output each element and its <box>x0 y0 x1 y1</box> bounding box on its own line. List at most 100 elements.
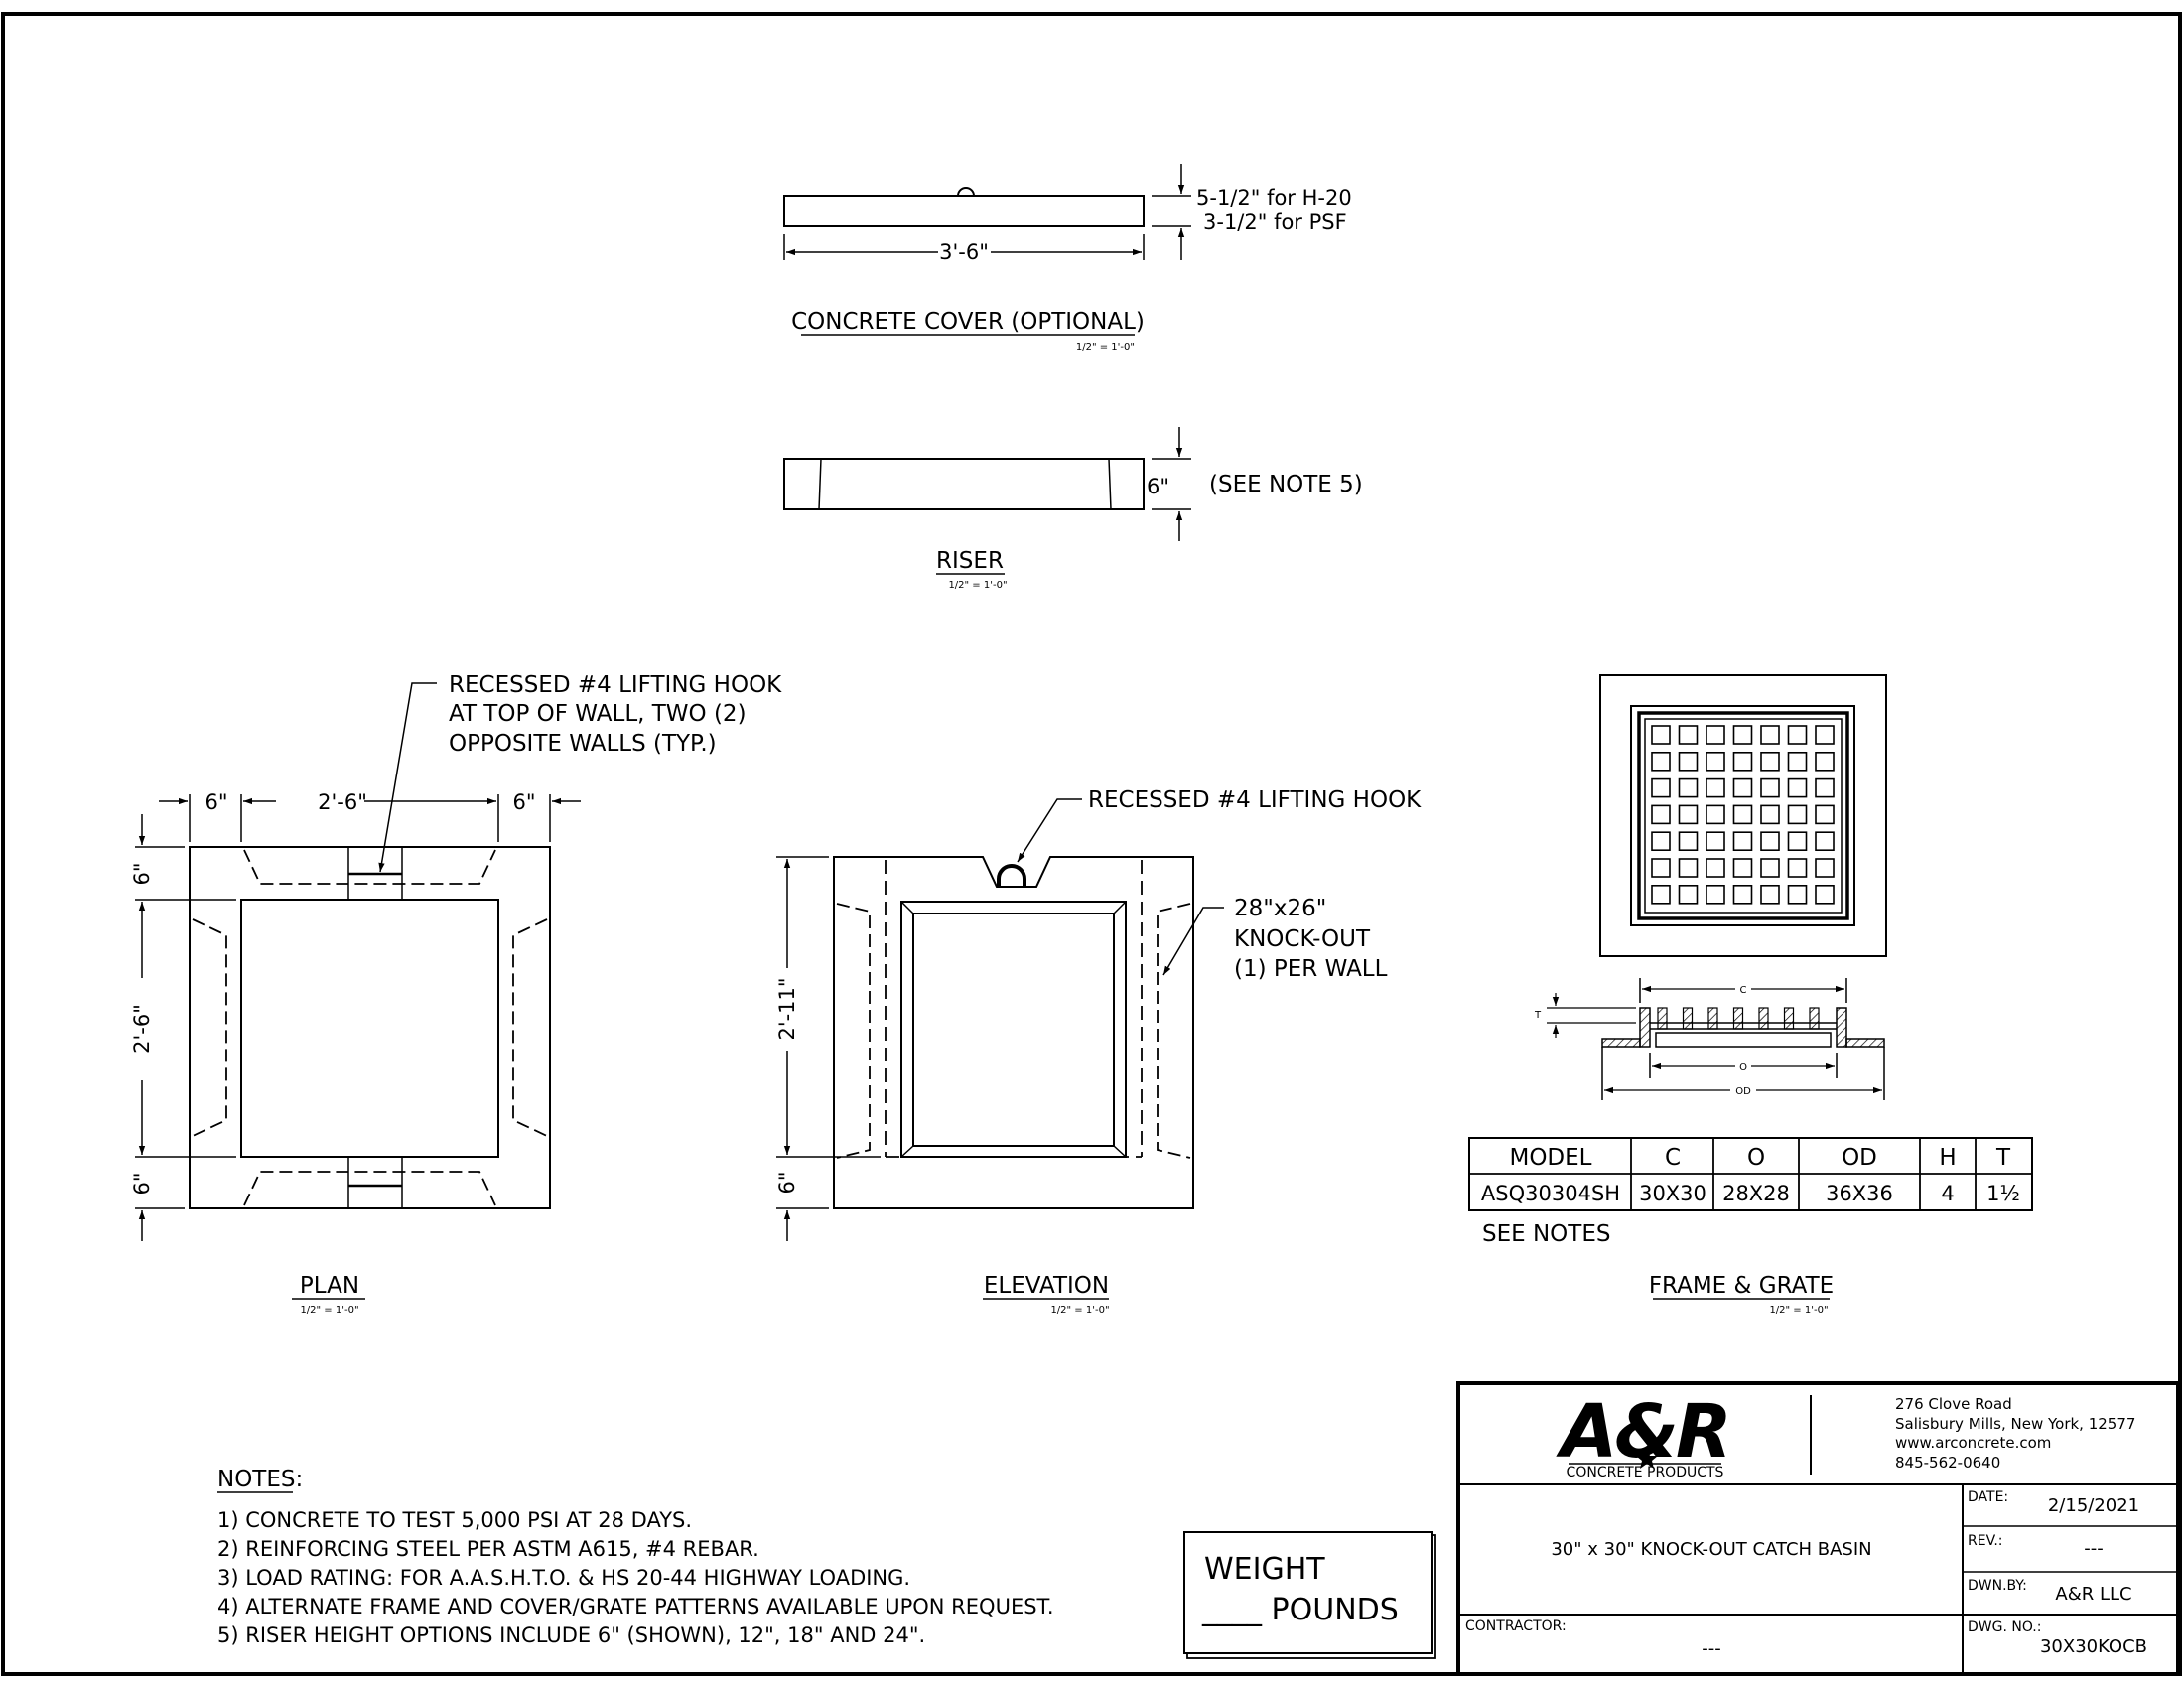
grate-opening <box>1787 777 1808 798</box>
grate-opening <box>1651 751 1671 772</box>
grate-opening <box>1760 804 1780 825</box>
elevation-knockout-line-1: 28"x26" <box>1234 896 1326 921</box>
table-cell-c: 30X30 <box>1639 1182 1706 1205</box>
plan-knockout-top <box>243 849 496 885</box>
company-logo: A&R CONCRETE PRODUCTS <box>1556 1389 1732 1480</box>
grate-opening <box>1787 884 1808 905</box>
cover-thickness-psf: 3-1/2" for PSF <box>1203 211 1347 234</box>
dwn-value: A&R LLC <box>2055 1584 2131 1605</box>
elevation-hook-callout: RECESSED #4 LIFTING HOOK <box>1088 787 1422 813</box>
grate-opening <box>1732 725 1753 745</box>
grate-opening <box>1732 831 1753 852</box>
grate-opening <box>1815 858 1835 878</box>
riser-note-ref: (SEE NOTE 5) <box>1209 472 1363 497</box>
grate-rim <box>1637 711 1849 920</box>
weight-label: WEIGHT <box>1204 1552 1325 1587</box>
grate-opening <box>1678 884 1699 905</box>
grate-bar <box>1758 1007 1769 1030</box>
grate-opening <box>1651 777 1671 798</box>
grate-opening <box>1815 831 1835 852</box>
plan-dim-center: 2'-6" <box>318 790 367 814</box>
cover-width-dim: 3'-6" <box>939 240 989 264</box>
grate-opening <box>1706 831 1725 852</box>
contractor-label: CONTRACTOR: <box>1465 1618 1567 1634</box>
grate-opening <box>1651 884 1671 905</box>
sheet-border <box>1 12 2182 1676</box>
dwn-label: DWN.BY: <box>1968 1578 2027 1594</box>
riser-section <box>783 458 1145 510</box>
table-header-h: H <box>1939 1145 1956 1171</box>
grate-opening <box>1815 777 1835 798</box>
cover-title: CONCRETE COVER (OPTIONAL) <box>791 309 1145 335</box>
rev-value: --- <box>2084 1538 2104 1559</box>
table-cell-t: 1½ <box>1986 1182 2020 1205</box>
note-2: 2) REINFORCING STEEL PER ASTM A615, #4 R… <box>217 1537 759 1561</box>
note-1: 1) CONCRETE TO TEST 5,000 PSI AT 28 DAYS… <box>217 1508 692 1532</box>
address-line-3: www.arconcrete.com <box>1895 1434 2051 1452</box>
date-label: DATE: <box>1968 1489 2008 1505</box>
plan-title: PLAN <box>300 1273 359 1299</box>
grate-opening <box>1706 804 1725 825</box>
grate-opening <box>1651 725 1671 745</box>
riser-height-dim: 6" <box>1147 475 1169 498</box>
elevation-knockout-right <box>1157 903 1191 1159</box>
grate-opening <box>1760 725 1780 745</box>
grate-opening <box>1678 777 1699 798</box>
contractor-value: --- <box>1702 1638 1721 1659</box>
grate-opening <box>1651 858 1671 878</box>
plan-knockout-left <box>192 918 227 1137</box>
grate-opening <box>1706 858 1725 878</box>
grate-opening <box>1678 725 1699 745</box>
drawing-title: 30" x 30" KNOCK-OUT CATCH BASIN <box>1551 1539 1871 1560</box>
plan-callout-line-2: AT TOP OF WALL, TWO (2) <box>449 701 747 727</box>
elevation-knockout-line-2: KNOCK-OUT <box>1234 926 1371 952</box>
note-3: 3) LOAD RATING: FOR A.A.S.H.T.O. & HS 20… <box>217 1566 910 1590</box>
frame-outer <box>1599 674 1887 957</box>
grate-opening <box>1678 831 1699 852</box>
plan-scale: 1/2" = 1'-0" <box>300 1305 358 1316</box>
grate-opening <box>1815 725 1835 745</box>
date-value: 2/15/2021 <box>2048 1495 2139 1516</box>
cover-lifting-loop <box>957 187 975 197</box>
grate-bar <box>1707 1007 1718 1030</box>
elevation-outline <box>833 856 1194 1209</box>
concrete-cover-view: 3'-6" 5-1/2" for H-20 3-1/2" for PSF CON… <box>783 164 1352 352</box>
frame-title: FRAME & GRATE <box>1649 1273 1834 1299</box>
grate-opening <box>1787 725 1808 745</box>
table-cell-od: 36X36 <box>1826 1182 1893 1205</box>
plan-knockout-right <box>512 918 548 1137</box>
grate-opening <box>1760 858 1780 878</box>
rev-label: REV.: <box>1968 1533 2003 1549</box>
grate-opening <box>1706 751 1725 772</box>
address-line-1: 276 Clove Road <box>1895 1395 2012 1413</box>
grate-opening <box>1732 804 1753 825</box>
elevation-knockout-frame <box>900 901 1127 1158</box>
table-cell-o: 28X28 <box>1722 1182 1790 1205</box>
grate-opening <box>1732 751 1753 772</box>
grate-opening <box>1787 804 1808 825</box>
address-line-4: 845-562-0640 <box>1895 1454 2000 1472</box>
cover-thickness-h20: 5-1/2" for H-20 <box>1196 186 1352 210</box>
grate-opening <box>1732 777 1753 798</box>
grate-opening <box>1787 831 1808 852</box>
plan-inner-opening <box>240 899 499 1158</box>
plan-knockout-bottom <box>243 1171 496 1206</box>
cover-scale: 1/2" = 1'-0" <box>1076 342 1135 352</box>
note-5: 5) RISER HEIGHT OPTIONS INCLUDE 6" (SHOW… <box>217 1623 925 1647</box>
grate-opening <box>1760 884 1780 905</box>
frame-dim-t: T <box>1534 1010 1542 1021</box>
grate-opening <box>1678 858 1699 878</box>
table-header-c: C <box>1665 1145 1681 1171</box>
table-header-model: MODEL <box>1509 1145 1591 1171</box>
grate-bar <box>1809 1007 1820 1030</box>
grate-opening <box>1651 831 1671 852</box>
elevation-base-dim: 6" <box>775 1171 799 1194</box>
table-header-o: O <box>1747 1145 1765 1171</box>
grate-bar <box>1657 1007 1668 1030</box>
note-4: 4) ALTERNATE FRAME AND COVER/GRATE PATTE… <box>217 1595 1054 1618</box>
frame-model-table: MODEL C O OD H T ASQ30304SH 30X30 28X28 … <box>1468 1137 2033 1211</box>
plan-outer-wall <box>189 846 551 1209</box>
grate-opening <box>1760 751 1780 772</box>
grate-opening <box>1760 831 1780 852</box>
